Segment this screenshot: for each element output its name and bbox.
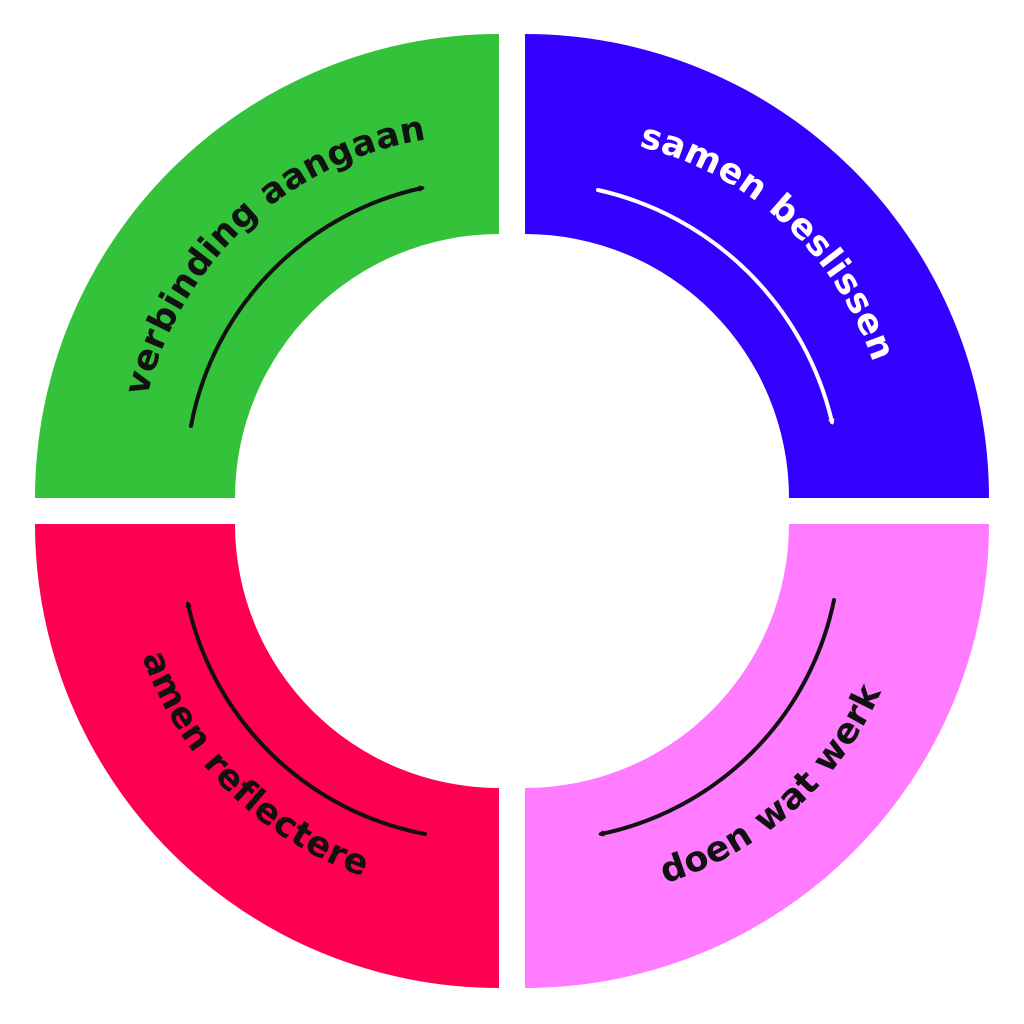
segment-samen-reflecteren	[35, 524, 499, 988]
segment-doen-wat-werkt	[525, 524, 989, 988]
segment-samen-beslissen	[525, 34, 989, 498]
segment-verbinding-aangaan	[35, 34, 499, 498]
arrow-reflecteren	[188, 604, 427, 836]
arrow-verbinding	[189, 188, 422, 428]
arrow-doen	[601, 598, 836, 834]
arrow-beslissen	[596, 188, 832, 422]
